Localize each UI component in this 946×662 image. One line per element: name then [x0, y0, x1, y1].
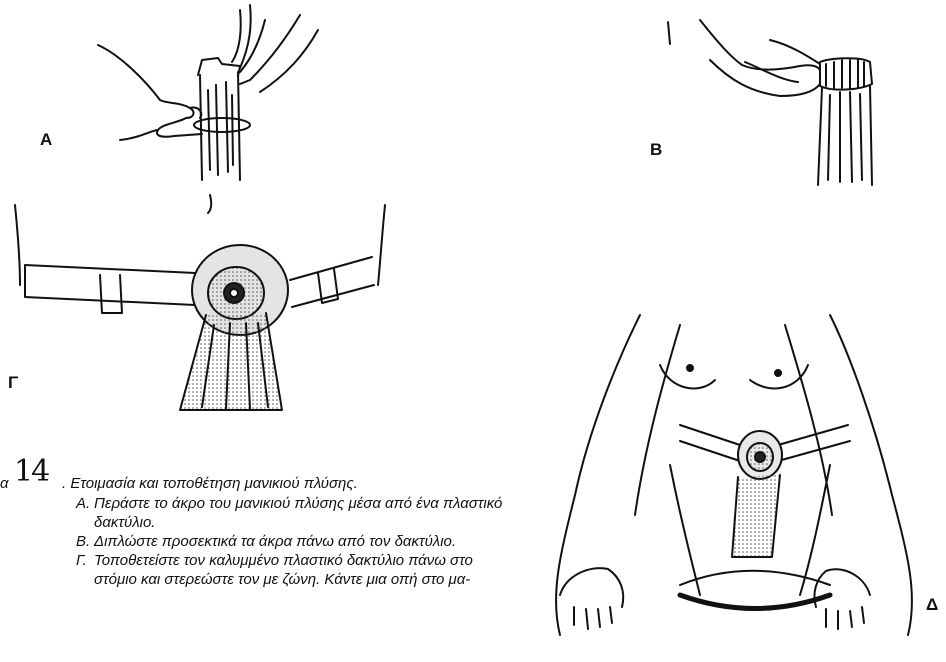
panel-c-illustration: Γ: [0, 195, 400, 415]
figure-title: . Ετοιμασία και τοποθέτηση μανικιού πλύσ…: [62, 474, 358, 493]
panel-label-b: Β: [650, 140, 662, 160]
step-letter: Γ.: [76, 551, 87, 570]
step-text: Τοποθετείστε τον καλυμμένο πλαστικό δακτ…: [94, 552, 473, 588]
caption-step-b: Β. Διπλώστε προσεκτικά τα άκρα πάνω από …: [76, 532, 506, 551]
step-text: Διπλώστε προσεκτικά τα άκρα πάνω από τον…: [94, 533, 456, 550]
panel-d-illustration: Δ: [530, 295, 946, 662]
figure-prefix: α: [0, 474, 9, 493]
panel-b-illustration: Β: [650, 0, 890, 190]
belted-ring-drawing: [0, 195, 400, 415]
caption-step-a: Α. Περάστε το άκρο του μανικιού πλύσης μ…: [76, 494, 506, 532]
step-letter: Β.: [76, 532, 90, 551]
panel-label-c: Γ: [8, 373, 18, 393]
panel-a-illustration: Α: [90, 0, 330, 180]
irrigation-sleeve-on-body-drawing: [530, 295, 946, 662]
panel-label-a: Α: [40, 130, 52, 150]
sleeve-through-ring-drawing: [90, 0, 330, 180]
step-letter: Α.: [76, 494, 90, 513]
figure-number: 14: [14, 462, 48, 481]
caption-step-c: Γ. Τοποθετείστε τον καλυμμένο πλαστικό δ…: [76, 551, 506, 589]
step-text: Περάστε το άκρο του μανικιού πλύσης μέσα…: [94, 495, 502, 531]
folded-sleeve-drawing: [650, 0, 890, 190]
panel-label-d: Δ: [926, 595, 938, 615]
caption-steps: Α. Περάστε το άκρο του μανικιού πλύσης μ…: [76, 494, 506, 589]
